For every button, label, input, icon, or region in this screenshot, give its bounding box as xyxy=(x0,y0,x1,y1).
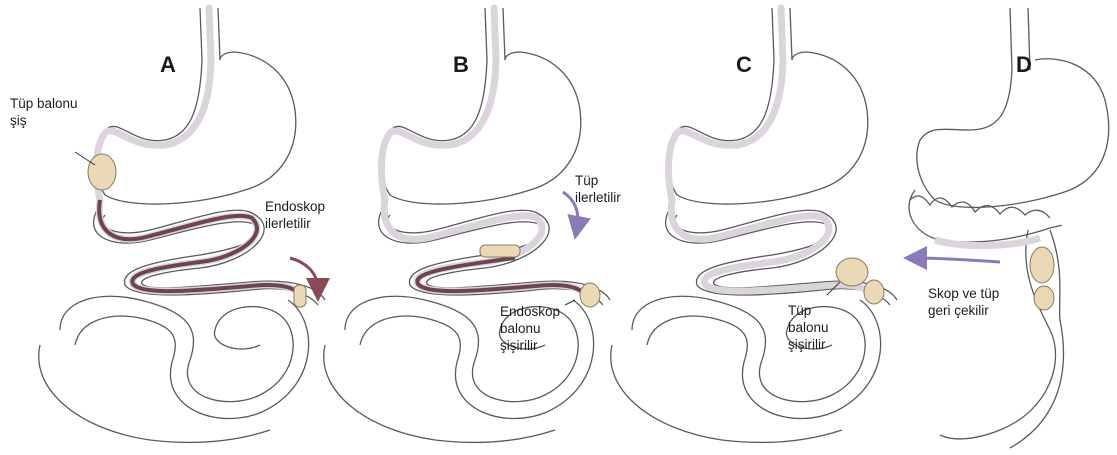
label-tube-balloon-inflated: Tüp balonu şişirilir xyxy=(788,302,829,353)
panel-letter-a: A xyxy=(160,52,176,78)
panel-letter-b: B xyxy=(453,52,469,78)
panel-c xyxy=(611,8,897,442)
panel-d xyxy=(909,8,1109,448)
panel-letter-d: D xyxy=(1016,52,1032,78)
panel-letter-c: C xyxy=(736,52,752,78)
label-tube-advanced: Tüp ilerletilir xyxy=(575,172,621,206)
label-scope-tube-withdrawn: Skop ve tüp geri çekilir xyxy=(928,285,999,319)
label-tube-balloon-deflated: Tüp balonu şiş xyxy=(10,95,78,129)
label-scope-balloon-inflated: Endoskop balonu şişirilir xyxy=(500,303,560,354)
label-scope-advanced: Endoskop ilerletilir xyxy=(265,198,325,232)
